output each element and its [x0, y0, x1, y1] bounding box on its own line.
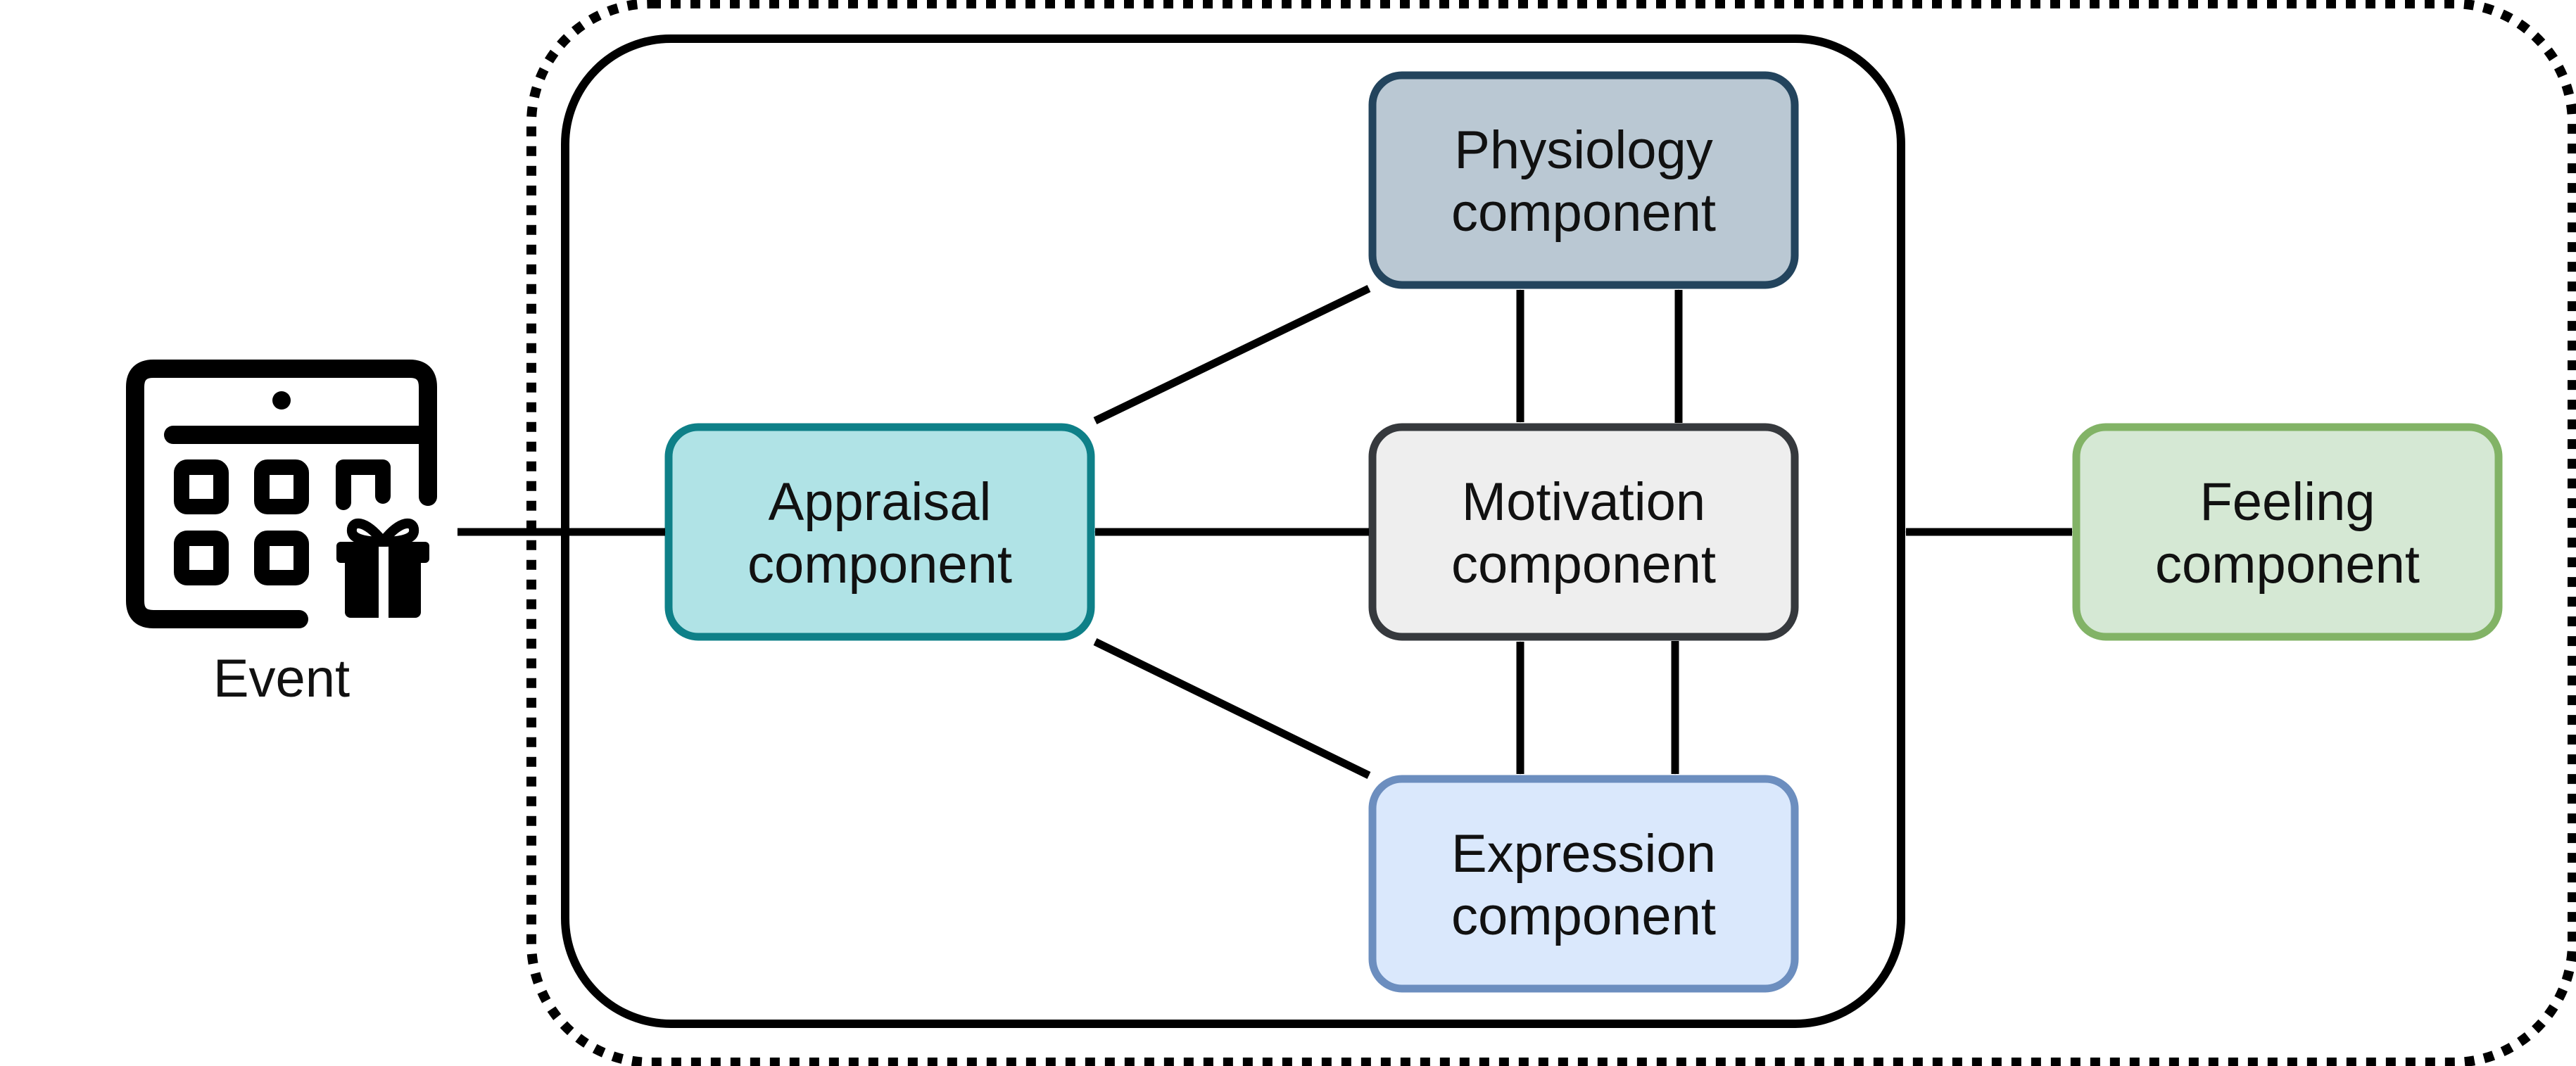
motivation-label-line1: Motivation — [1462, 472, 1705, 532]
expression-component-box[interactable]: Expression component — [1368, 775, 1799, 993]
calendar-event-icon — [126, 360, 437, 628]
physiology-label-line2: component — [1451, 183, 1716, 243]
feeling-label-line1: Feeling — [2199, 472, 2375, 532]
appraisal-label-line1: Appraisal — [769, 472, 992, 532]
expression-label-line2: component — [1451, 887, 1716, 946]
appraisal-component-box[interactable]: Appraisal component — [664, 423, 1095, 641]
physiology-component-box[interactable]: Physiology component — [1368, 71, 1799, 289]
expression-label-line1: Expression — [1451, 824, 1716, 884]
appraisal-expression-arrow — [1093, 638, 1371, 779]
physiology-label-line1: Physiology — [1454, 120, 1713, 180]
appraisal-physiology-arrow — [1093, 285, 1371, 424]
event-label: Event — [213, 649, 350, 709]
appraisal-label-line2: component — [747, 535, 1012, 595]
feeling-component-box[interactable]: Feeling component — [2072, 423, 2503, 641]
feeling-label-line2: component — [2155, 535, 2420, 595]
motivation-component-box[interactable]: Motivation component — [1368, 423, 1799, 641]
motivation-label-line2: component — [1451, 535, 1716, 595]
